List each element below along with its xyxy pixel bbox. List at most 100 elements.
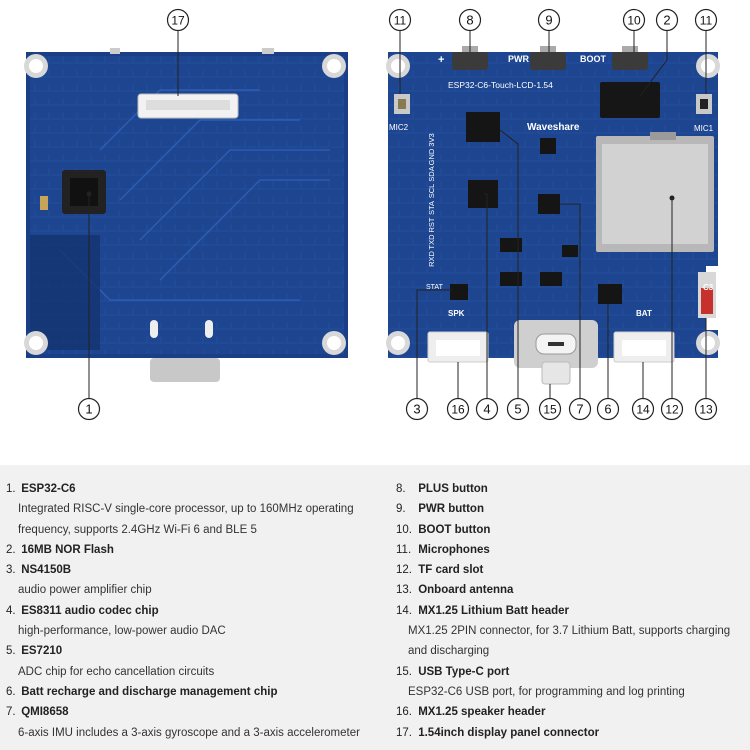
legend-item-title: 2. 16MB NOR Flash bbox=[6, 540, 381, 560]
callout-12: 12 bbox=[660, 397, 684, 421]
leader-lines bbox=[88, 30, 707, 398]
usb-type-c-port bbox=[514, 320, 598, 385]
legend-item-number: 10. bbox=[396, 523, 412, 536]
callout-number: 3 bbox=[413, 402, 420, 417]
callout-5: 5 bbox=[506, 397, 530, 421]
silk-pin-label: SCL bbox=[427, 184, 436, 199]
mount-hole bbox=[322, 331, 346, 355]
callout-number: 4 bbox=[483, 402, 490, 417]
legend-item: 9. PWR button bbox=[396, 499, 750, 519]
onboard-antenna bbox=[698, 272, 716, 318]
legend-item-number: 13. bbox=[396, 584, 412, 597]
silkscreen-labels: + PWR BOOT ESP32-C6-Touch-LCD-1.54 Waves… bbox=[389, 54, 714, 318]
callout-1: 1 bbox=[77, 397, 101, 421]
legend-item-number: 2. bbox=[6, 543, 16, 556]
legend-item-title: 5. ES7210 bbox=[6, 641, 381, 661]
callout-2: 2 bbox=[655, 8, 679, 32]
legend-item-name: 1.54inch display panel connector bbox=[418, 726, 600, 739]
legend-item-name: USB Type-C port bbox=[418, 665, 510, 678]
mount-hole bbox=[24, 54, 48, 78]
legend-item: 10. BOOT button bbox=[396, 520, 750, 540]
legend-item-name: MX1.25 speaker header bbox=[418, 706, 546, 719]
mount-hole bbox=[322, 54, 346, 78]
legend-item-title: 7. QMI8658 bbox=[6, 702, 381, 722]
callout-number: 5 bbox=[514, 402, 521, 417]
callout-14: 14 bbox=[631, 397, 655, 421]
legend-item: 6. Batt recharge and discharge managemen… bbox=[6, 682, 381, 702]
silk-stat: STAT bbox=[426, 284, 444, 291]
legend-item-title: 14. MX1.25 Lithium Batt header bbox=[396, 601, 750, 621]
callout-11: 11 bbox=[388, 8, 412, 32]
legend-item-number: 11. bbox=[396, 543, 412, 556]
batt-management-chip bbox=[598, 284, 622, 304]
es7210-chip bbox=[466, 112, 500, 142]
legend-item-number: 4. bbox=[6, 604, 16, 617]
callout-number: 12 bbox=[665, 403, 679, 417]
legend-item-title: 9. PWR button bbox=[396, 499, 750, 519]
legend-item-name: QMI8658 bbox=[21, 706, 69, 719]
legend-item-title: 10. BOOT button bbox=[396, 520, 750, 540]
pwr-button bbox=[530, 46, 566, 70]
legend-item-name: 16MB NOR Flash bbox=[21, 543, 114, 556]
callout-number: 6 bbox=[604, 402, 611, 417]
legend-item-name: Microphones bbox=[418, 543, 490, 556]
nor-flash-chip bbox=[600, 82, 660, 118]
legend-item-title: 13. Onboard antenna bbox=[396, 580, 750, 600]
back-board bbox=[24, 48, 348, 382]
esp32-c6-chip bbox=[62, 170, 106, 214]
legend-item-title: 4. ES8311 audio codec chip bbox=[6, 601, 381, 621]
silk-pin-label: RST bbox=[427, 217, 436, 232]
legend-item-name: ES8311 audio codec chip bbox=[21, 604, 159, 617]
mount-hole bbox=[696, 54, 720, 78]
callout-number: 10 bbox=[627, 14, 641, 28]
legend-item-number: 16. bbox=[396, 706, 412, 719]
legend-item-name: PWR button bbox=[418, 503, 484, 516]
legend-item-title: 15. USB Type-C port bbox=[396, 662, 750, 682]
callout-number: 17 bbox=[171, 14, 185, 28]
silk-pin-label: GND bbox=[427, 148, 436, 165]
mount-hole bbox=[24, 331, 48, 355]
callout-11: 11 bbox=[694, 8, 718, 32]
callout-16: 16 bbox=[446, 397, 470, 421]
legend-item: 11. Microphones bbox=[396, 540, 750, 560]
legend-item-number: 3. bbox=[6, 564, 16, 577]
mount-hole bbox=[386, 331, 410, 355]
callout-number: 11 bbox=[700, 14, 713, 28]
legend-item-description: audio power amplifier chip bbox=[18, 584, 152, 597]
legend-item: 13. Onboard antenna bbox=[396, 580, 750, 600]
silk-pin-label: STA bbox=[427, 201, 436, 215]
passive-component bbox=[40, 196, 48, 210]
callout-6: 6 bbox=[596, 397, 620, 421]
legend-item-name: PLUS button bbox=[418, 483, 488, 495]
tf-card-slot bbox=[596, 132, 714, 252]
legend-item-number: 9. bbox=[396, 503, 406, 516]
callout-3: 3 bbox=[405, 397, 429, 421]
usb-c-connector bbox=[150, 358, 220, 382]
legend-item-description: high-performance, low-power audio DAC bbox=[18, 625, 226, 638]
microphone-right bbox=[696, 94, 712, 114]
callout-4: 4 bbox=[475, 397, 499, 421]
silk-bat: BAT bbox=[636, 309, 652, 318]
legend-item-name: ESP32-C6 bbox=[21, 483, 76, 495]
callout-number: 7 bbox=[576, 402, 583, 417]
silk-pwr: PWR bbox=[508, 54, 529, 64]
legend-item-number: 1. bbox=[6, 483, 16, 495]
callout-number: 16 bbox=[451, 403, 465, 417]
silk-pin-label: SDA bbox=[427, 166, 436, 181]
callout-8: 8 bbox=[458, 8, 482, 32]
legend-item-number: 14. bbox=[396, 604, 412, 617]
legend-item-name: ES7210 bbox=[21, 645, 63, 658]
microphone-left bbox=[394, 94, 410, 114]
mount-hole bbox=[386, 54, 410, 78]
callout-15: 15 bbox=[538, 397, 562, 421]
legend-item-title: 11. Microphones bbox=[396, 540, 750, 560]
